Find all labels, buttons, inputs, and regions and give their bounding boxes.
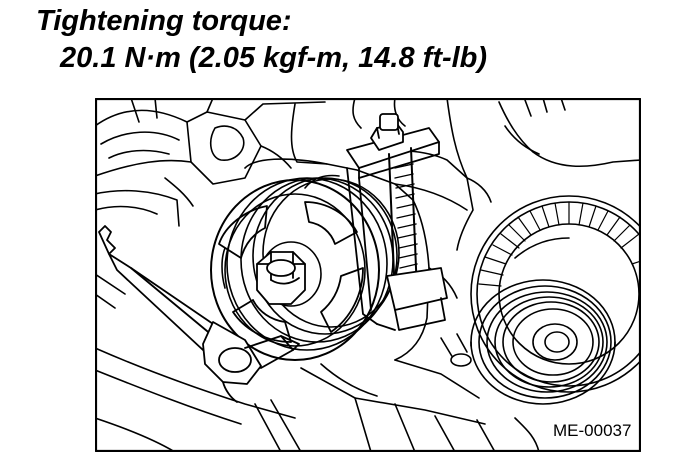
torque-spec-heading: Tightening torque:	[36, 5, 292, 37]
lower-engine	[95, 273, 540, 452]
grooved-pulley	[470, 279, 616, 405]
pulley-fins	[478, 201, 641, 287]
engine-background	[95, 98, 406, 227]
threaded-screw	[394, 163, 418, 269]
pulley-nut	[256, 251, 306, 305]
figure-code: ME-00037	[551, 421, 634, 441]
torque-spec-value: 20.1 N·m (2.05 kgf-m, 14.8 ft-lb)	[60, 42, 488, 74]
bracket-bolt	[440, 333, 472, 367]
ratchet-wrench	[98, 225, 300, 403]
pump-pulley-illustration	[95, 98, 641, 452]
figure-frame	[95, 98, 641, 452]
pulley-holder-tool	[346, 113, 448, 331]
finned-pulley	[470, 195, 641, 393]
